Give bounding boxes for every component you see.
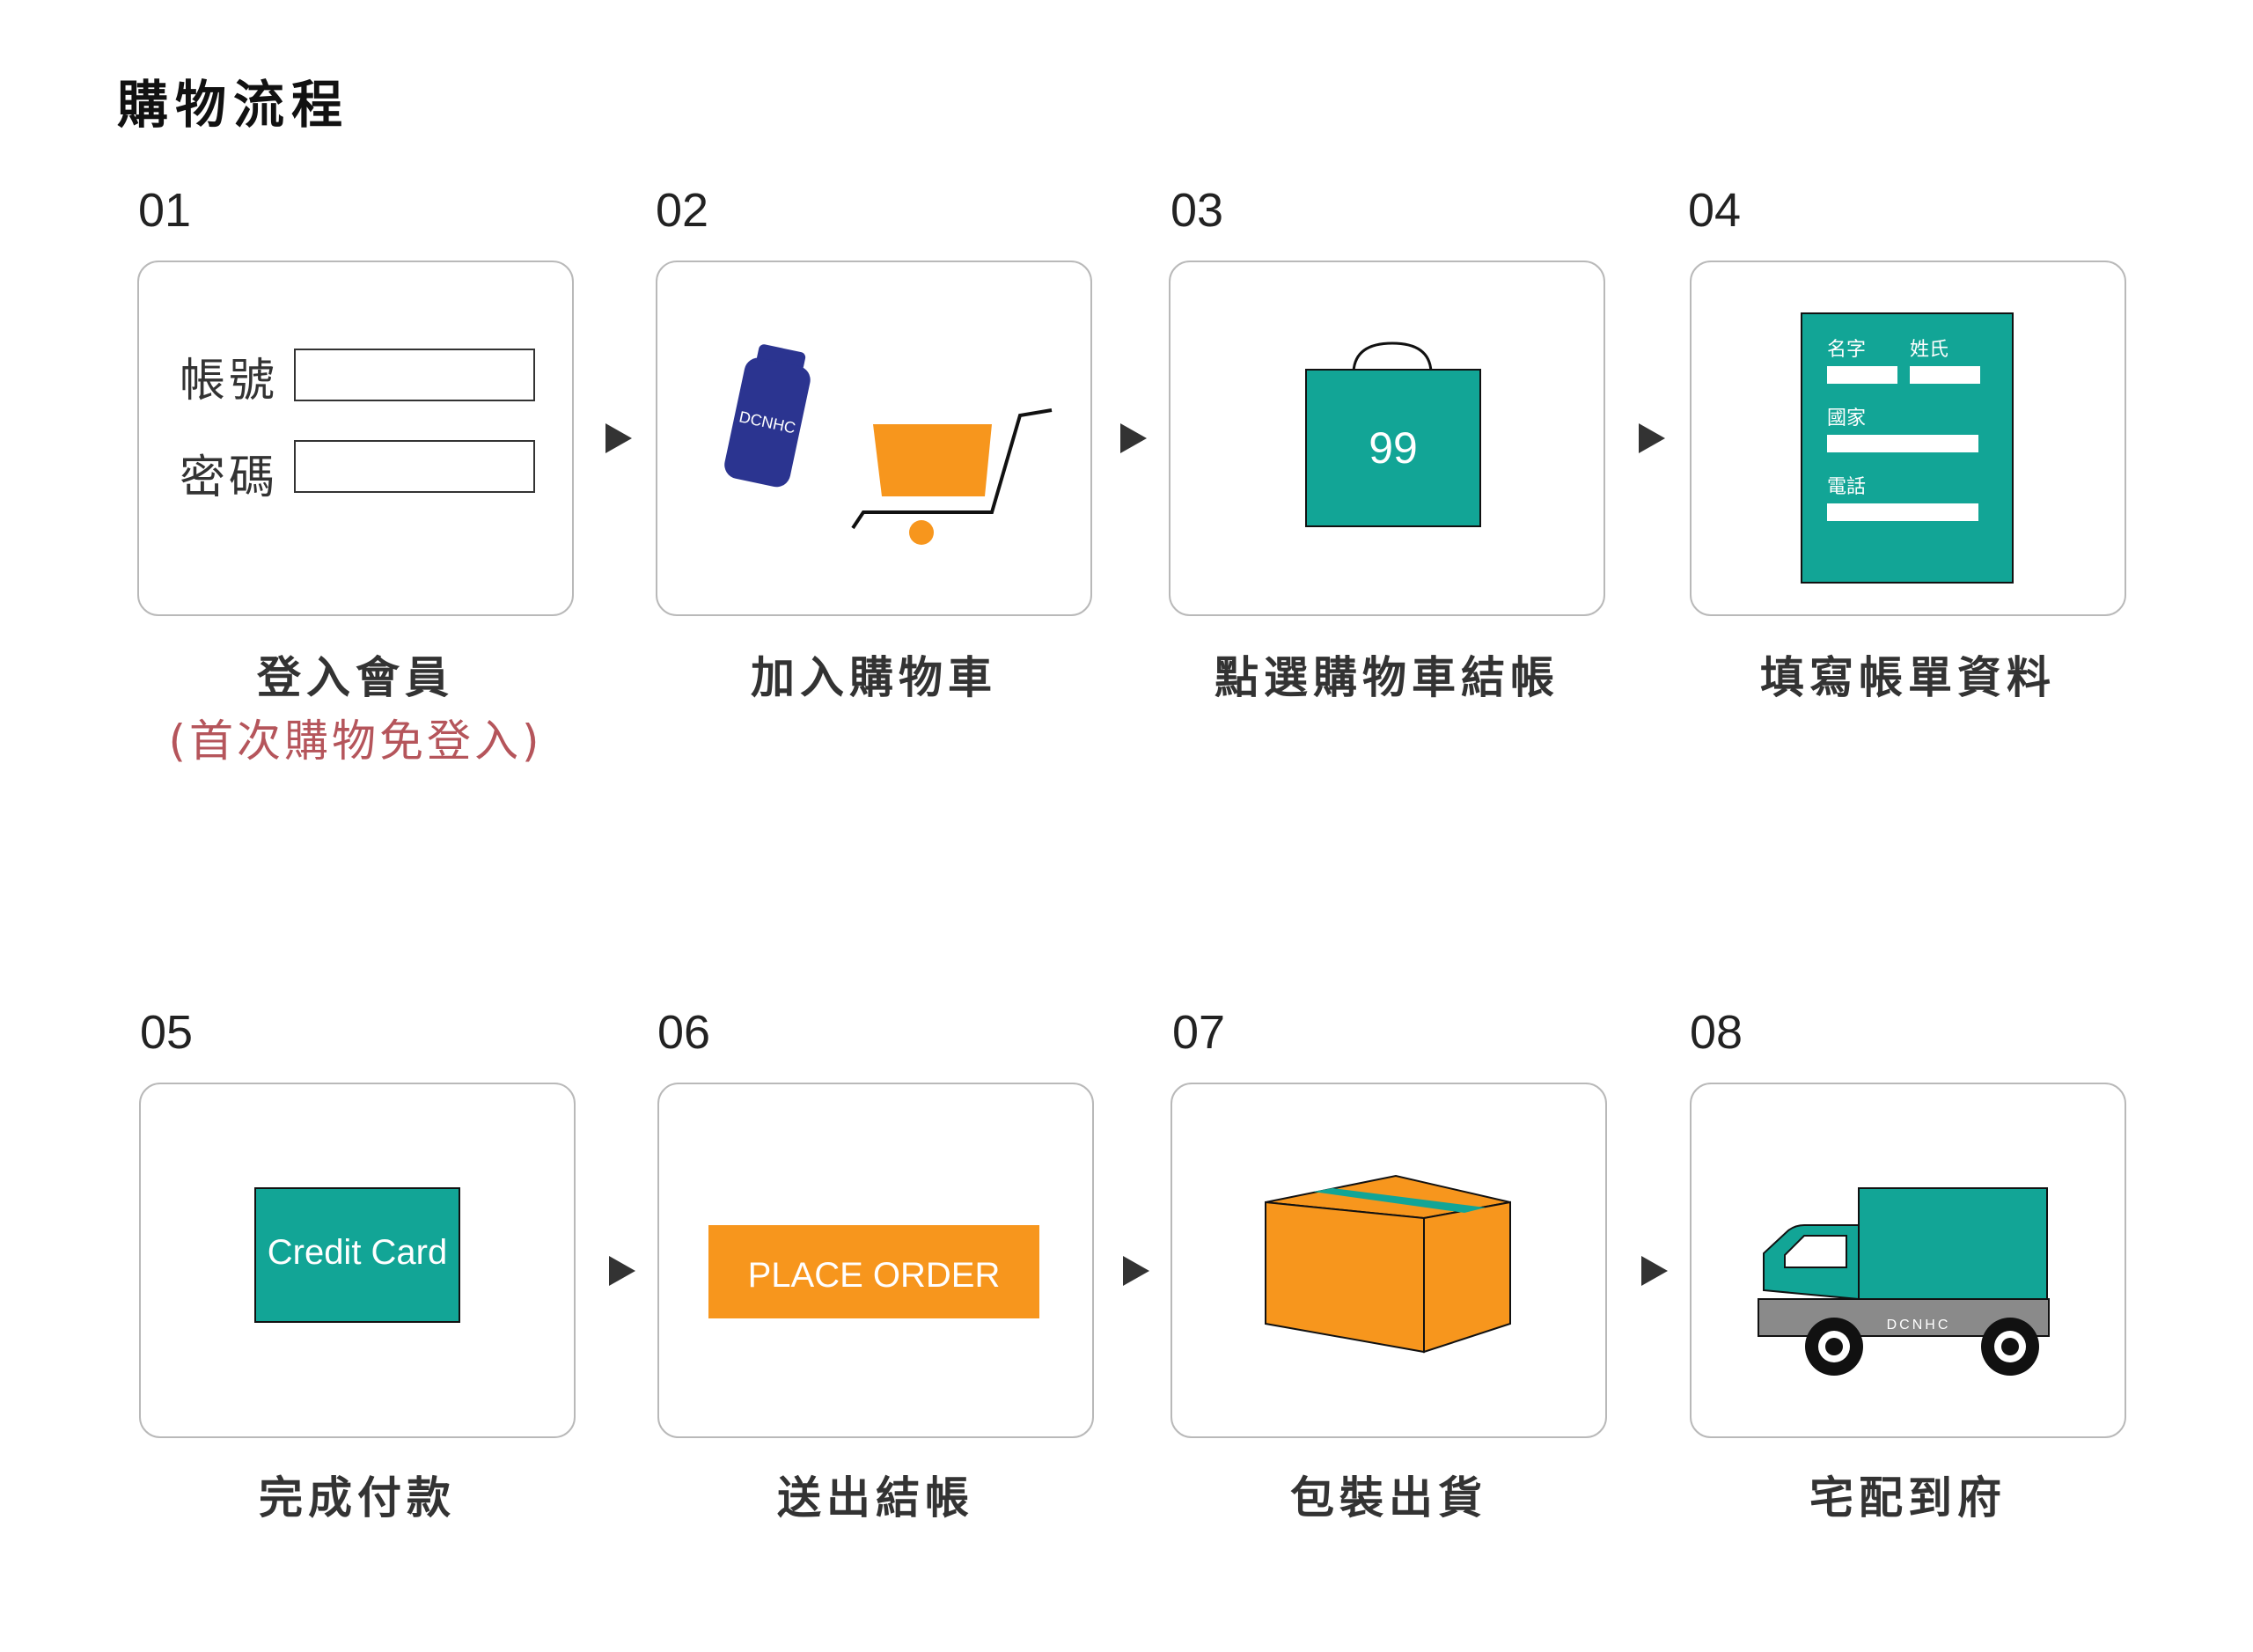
form-surname-label: 姓氏 [1910, 339, 1948, 361]
page-title: 購物流程 [117, 75, 350, 135]
step-number-08: 08 [1690, 1006, 1743, 1059]
account-input [294, 349, 535, 401]
truck-label: DCNHC [1887, 1318, 1951, 1333]
package-box-icon [1265, 1174, 1511, 1354]
step-number-02: 02 [656, 184, 709, 237]
step-label-04: 填寫帳單資料 [1760, 652, 2056, 703]
step-card-billing: 名字 姓氏 國家 電話 [1690, 261, 2126, 616]
step-label-06: 送出結帳 [777, 1472, 974, 1524]
shopping-bag-illustration: 99 [1305, 341, 1481, 527]
account-label: 帳號 [180, 355, 279, 407]
form-country-label: 國家 [1827, 407, 1866, 430]
step-label-05: 完成付款 [259, 1472, 456, 1524]
arrow-right-icon [605, 423, 632, 453]
form-name-label: 名字 [1827, 339, 1866, 361]
step-number-07: 07 [1172, 1006, 1226, 1059]
bag-price: 99 [1369, 423, 1418, 473]
step-label-08: 宅配到府 [1809, 1472, 2007, 1524]
step-card-delivery: DCNHC [1690, 1083, 2126, 1438]
step-card-place-order: PLACE ORDER [657, 1083, 1094, 1438]
step-note-01: (首次購物免登入) [168, 716, 543, 767]
bottle-and-cart-illustration: DCNHC [724, 344, 1053, 545]
step-card-payment: Credit Card [139, 1083, 576, 1438]
delivery-truck-icon: DCNHC [1758, 1187, 2050, 1376]
arrow-right-icon [1639, 423, 1665, 453]
place-order-text: PLACE ORDER [748, 1256, 1001, 1295]
arrow-right-icon [609, 1256, 635, 1286]
step-number-04: 04 [1688, 184, 1742, 237]
step-label-07: 包裝出貨 [1290, 1472, 1487, 1524]
step-number-06: 06 [657, 1006, 711, 1059]
password-input [294, 440, 535, 493]
credit-card-illustration: Credit Card [254, 1187, 460, 1323]
step-number-03: 03 [1171, 184, 1224, 237]
form-phone-label: 電話 [1827, 476, 1866, 498]
supplement-bottle-icon: DCNHC [724, 344, 811, 488]
step-number-05: 05 [140, 1006, 194, 1059]
shopping-cart-icon [851, 408, 1053, 545]
step-label-02: 加入購物車 [751, 652, 997, 703]
arrow-right-icon [1641, 1256, 1668, 1286]
step-number-01: 01 [138, 184, 192, 237]
credit-card-text: Credit Card [268, 1233, 448, 1272]
step-label-03: 點選購物車結帳 [1215, 652, 1559, 703]
step-card-checkout: 99 [1169, 261, 1605, 616]
step-card-add-to-cart: DCNHC [656, 261, 1092, 616]
step-card-login: 帳號 密碼 [137, 261, 574, 616]
step-label-01: 登入會員 [257, 652, 454, 703]
place-order-illustration: PLACE ORDER [708, 1225, 1039, 1318]
arrow-right-icon [1123, 1256, 1149, 1286]
step-card-packing [1171, 1083, 1607, 1438]
arrow-right-icon [1120, 423, 1147, 453]
billing-form-illustration: 名字 姓氏 國家 電話 [1801, 312, 2014, 584]
password-label: 密碼 [180, 452, 279, 504]
